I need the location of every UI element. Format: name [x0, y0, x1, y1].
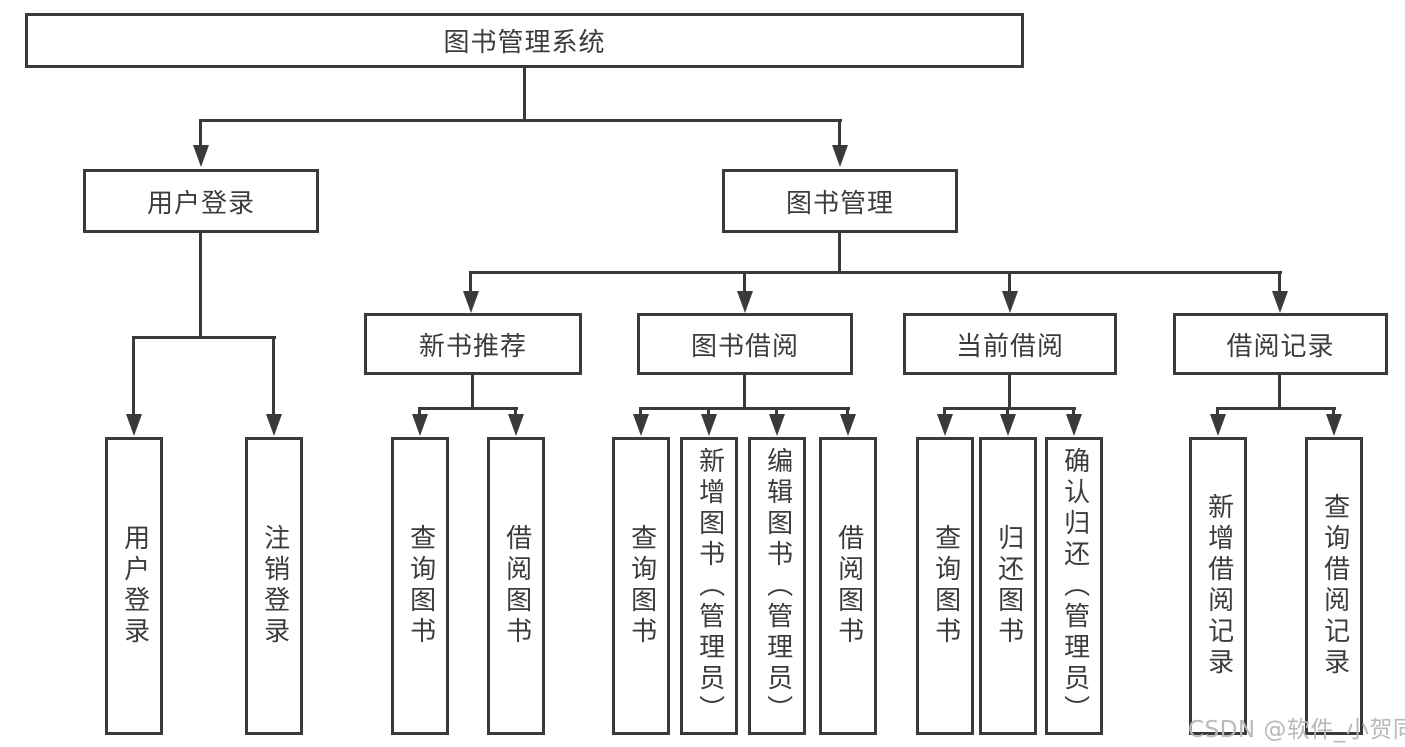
connector-line	[838, 233, 841, 274]
arrow-down-icon	[1000, 414, 1016, 436]
arrow-down-icon	[1210, 414, 1226, 436]
node-label: 归还图书	[993, 524, 1024, 648]
node-leaf-query-books-recommend: 查询图书	[391, 437, 449, 735]
connector-line	[1216, 407, 1336, 410]
node-label: 用户登录	[146, 188, 255, 219]
node-book-management-group: 图书管理	[722, 169, 958, 233]
node-label: 注销登录	[259, 524, 290, 648]
connector-line	[1008, 271, 1011, 293]
connector-line	[418, 407, 421, 417]
arrow-down-icon	[1066, 414, 1082, 436]
arrow-down-icon	[737, 291, 753, 313]
node-leaf-return-book: 归还图书	[979, 437, 1037, 735]
node-label: 图书管理系统	[443, 28, 606, 58]
connector-line	[471, 375, 474, 410]
arrow-down-icon	[266, 414, 282, 436]
connector-line	[707, 407, 710, 417]
connector-line	[1278, 271, 1281, 293]
connector-line	[418, 407, 518, 410]
node-label: 用户登录	[119, 524, 150, 648]
arrow-down-icon	[412, 414, 428, 436]
node-label: 借阅记录	[1226, 331, 1335, 362]
node-leaf-logout: 注销登录	[245, 437, 303, 735]
node-label: 查询借阅记录	[1319, 493, 1350, 679]
node-label: 借阅图书	[501, 524, 532, 648]
node-label: 编辑图书（管理员）	[762, 446, 793, 726]
connector-line	[943, 407, 946, 417]
connector-line	[132, 336, 276, 339]
node-label: 查询图书	[626, 524, 657, 648]
arrow-down-icon	[840, 414, 856, 436]
connector-line	[846, 407, 849, 417]
connector-line	[1006, 407, 1009, 417]
arrow-down-icon	[508, 414, 524, 436]
connector-line	[775, 407, 778, 417]
node-leaf-borrow-books-borrowing: 借阅图书	[819, 437, 877, 735]
arrow-down-icon	[1326, 414, 1342, 436]
connector-line	[838, 119, 841, 149]
connector-line	[1008, 375, 1011, 410]
arrow-down-icon	[126, 414, 142, 436]
connector-line	[1332, 407, 1335, 417]
csdn-watermark: CSDN @软件_小贺同学	[1188, 717, 1405, 743]
node-label: 借阅图书	[833, 524, 864, 648]
node-label: 当前借阅	[955, 331, 1064, 362]
connector-line	[199, 233, 202, 339]
node-new-book-recommend: 新书推荐	[364, 313, 582, 375]
connector-line	[1072, 407, 1075, 417]
arrow-down-icon	[1002, 291, 1018, 313]
node-label: 图书管理	[785, 188, 894, 219]
arrow-down-icon	[701, 414, 717, 436]
connector-line	[469, 271, 472, 293]
node-leaf-edit-book-admin: 编辑图书（管理员）	[748, 437, 806, 735]
connector-line	[199, 119, 842, 122]
connector-line	[743, 271, 746, 293]
connector-line	[639, 407, 850, 410]
node-leaf-add-book-admin: 新增图书（管理员）	[680, 437, 738, 735]
node-leaf-query-books-borrowing: 查询图书	[612, 437, 670, 735]
node-label: 新增图书（管理员）	[694, 446, 725, 726]
connector-line	[199, 119, 202, 149]
connector-line	[132, 336, 135, 416]
node-label: 新书推荐	[418, 331, 527, 362]
arrow-down-icon	[937, 414, 953, 436]
connector-line	[943, 407, 1076, 410]
node-leaf-borrow-books-recommend: 借阅图书	[487, 437, 545, 735]
connector-line	[469, 271, 1282, 274]
arrow-down-icon	[1272, 291, 1288, 313]
node-user-login-group: 用户登录	[83, 169, 319, 233]
connector-line	[743, 375, 746, 410]
node-label: 查询图书	[405, 524, 436, 648]
node-leaf-add-borrow-record: 新增借阅记录	[1189, 437, 1247, 735]
node-label: 确认归还（管理员）	[1059, 446, 1090, 726]
node-book-borrowing: 图书借阅	[637, 313, 853, 375]
connector-line	[639, 407, 642, 417]
connector-line	[523, 67, 526, 122]
node-leaf-query-borrow-record: 查询借阅记录	[1305, 437, 1363, 735]
node-label: 新增借阅记录	[1203, 493, 1234, 679]
node-current-borrowing: 当前借阅	[903, 313, 1117, 375]
node-leaf-confirm-return-admin: 确认归还（管理员）	[1045, 437, 1103, 735]
node-borrow-records: 借阅记录	[1173, 313, 1388, 375]
connector-line	[514, 407, 517, 417]
connector-line	[1278, 375, 1281, 410]
node-root: 图书管理系统	[25, 13, 1024, 68]
connector-line	[1216, 407, 1219, 417]
arrow-down-icon	[463, 291, 479, 313]
arrow-down-icon	[193, 145, 209, 167]
connector-line	[272, 336, 275, 416]
arrow-down-icon	[769, 414, 785, 436]
node-label: 查询图书	[930, 524, 961, 648]
node-label: 图书借阅	[690, 331, 799, 362]
arrow-down-icon	[832, 145, 848, 167]
node-leaf-query-books-current: 查询图书	[916, 437, 974, 735]
node-leaf-user-login: 用户登录	[105, 437, 163, 735]
arrow-down-icon	[633, 414, 649, 436]
